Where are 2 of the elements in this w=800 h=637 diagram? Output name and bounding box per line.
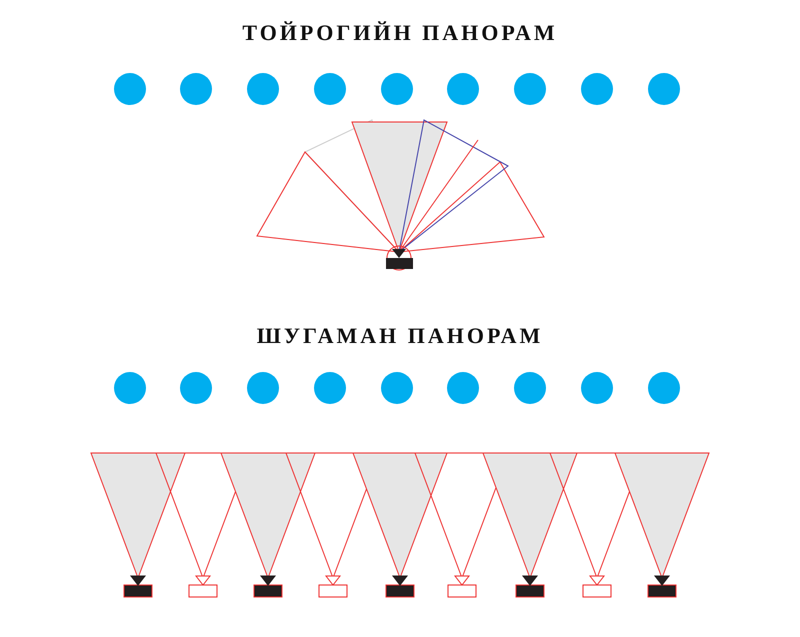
section-heading: ТОЙРОГИЙН ПАНОРАМ bbox=[242, 20, 558, 46]
section-heading: ШУГАМАН ПАНОРАМ bbox=[256, 323, 544, 349]
